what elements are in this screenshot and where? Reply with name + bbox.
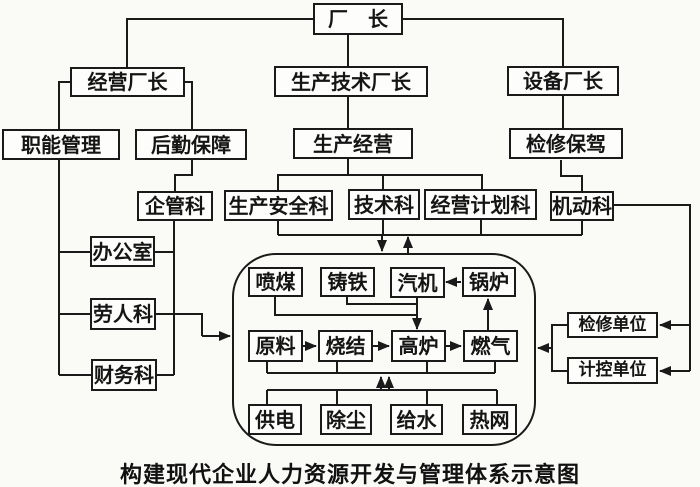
- node-office: 办公室: [90, 236, 155, 267]
- node-logistics-support: 后勤保障: [135, 129, 247, 160]
- node-finance-section: 财务科: [91, 359, 157, 391]
- node-production-safety-section: 生产安全科: [224, 190, 333, 221]
- node-functional-management: 职能管理: [2, 129, 120, 160]
- node-coal-injection: 喷煤: [248, 267, 303, 297]
- node-sintering: 烧结: [318, 330, 373, 362]
- node-blast-furnace: 高炉: [391, 330, 446, 362]
- node-steam-turbine: 汽机: [390, 267, 445, 298]
- node-labor-personnel-section: 劳人科: [90, 298, 156, 330]
- production-units-group: [232, 253, 536, 446]
- node-enterprise-mgmt-section: 企管科: [137, 191, 213, 221]
- node-water-supply: 给水: [390, 404, 443, 435]
- flow-arrows: [202, 235, 690, 390]
- node-maintenance-unit: 检修单位: [567, 312, 658, 338]
- node-operations-deputy-director: 经营厂长: [70, 67, 185, 97]
- node-gas: 燃气: [463, 330, 518, 362]
- node-factory-director: 厂 长: [313, 3, 403, 35]
- diagram-caption: 构建现代企业人力资源开发与管理体系示意图: [119, 463, 580, 487]
- node-power-supply: 供电: [248, 404, 302, 435]
- node-cast-iron: 铸铁: [320, 267, 375, 297]
- hierarchy-lines: [58, 18, 691, 404]
- node-production-tech-deputy-director: 生产技术厂长: [274, 66, 428, 97]
- node-power-equipment-section: 机动科: [550, 191, 614, 221]
- node-production-operation: 生产经营: [293, 128, 413, 159]
- node-heat-network: 热网: [462, 404, 517, 435]
- node-boiler: 锅炉: [462, 267, 516, 297]
- node-maintenance-escort: 检修保驾: [509, 128, 623, 159]
- node-technology-section: 技术科: [348, 189, 420, 220]
- node-raw-material: 原料: [248, 330, 303, 362]
- node-operation-planning-section: 经营计划科: [424, 189, 537, 220]
- node-equipment-deputy-director: 设备厂长: [507, 66, 619, 96]
- node-instrument-control-unit: 计控单位: [567, 357, 658, 384]
- node-dust-removal: 除尘: [320, 404, 372, 435]
